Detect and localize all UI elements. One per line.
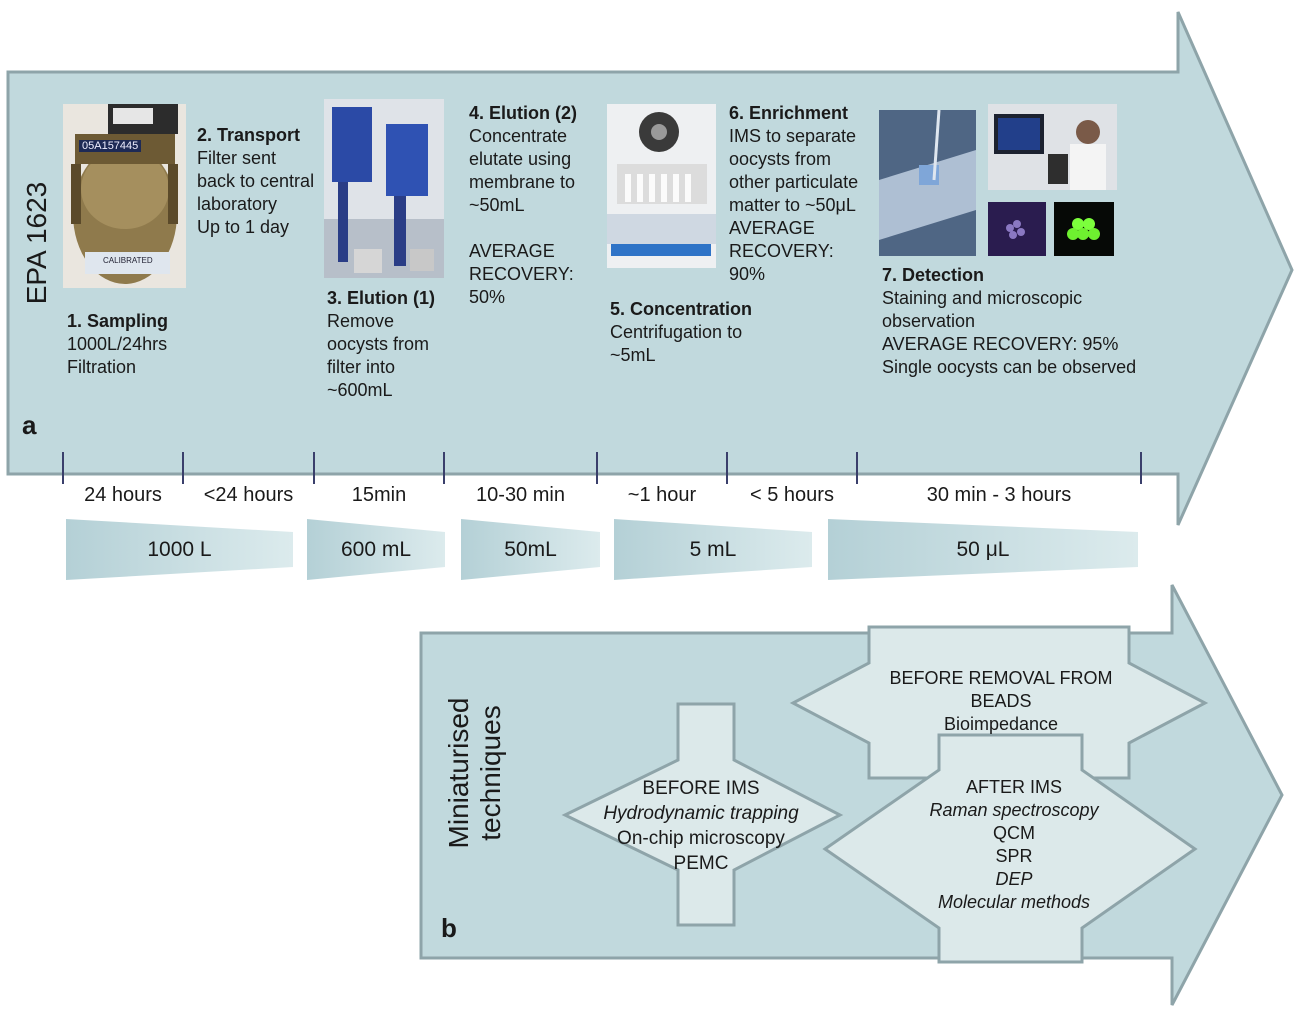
step-6-title: 6. Enrichment — [729, 103, 849, 123]
oocyst-cluster-photo — [988, 202, 1046, 256]
step-4-line: AVERAGE — [469, 241, 555, 261]
step-6-line: 90% — [729, 264, 766, 284]
step-6-line: oocysts from — [729, 149, 832, 169]
step-2-line: back to central — [197, 171, 315, 191]
step-5-concentration: 5. Concentration Centrifugation to ~5mL — [610, 298, 752, 367]
step-7-line: Staining and microscopic — [882, 288, 1083, 308]
duration-label: ~1 hour — [627, 484, 697, 506]
before-ims-line: PEMC — [673, 853, 729, 874]
duration-label: 15min — [351, 484, 407, 506]
elution-equipment-photo — [324, 99, 444, 278]
before-ims-line: BEFORE IMS — [642, 778, 760, 799]
panel-a-letter: a — [22, 410, 37, 440]
before-ims-line: On-chip microscopy — [617, 828, 785, 849]
step-7-detection: 7. Detection Staining and microscopic ob… — [882, 264, 1136, 379]
step-7-line: AVERAGE RECOVERY: 95% — [882, 334, 1119, 354]
duration-label: 30 min - 3 hours — [926, 484, 1072, 506]
step-6-line: other particulate — [729, 172, 859, 192]
before-removal-line: Bioimpedance — [943, 714, 1059, 734]
volume-bar-50ul — [828, 519, 1138, 580]
volume-label: 1000 L — [147, 538, 212, 561]
step-4-title: 4. Elution (2) — [469, 103, 577, 123]
step-4-line: ~50mL — [469, 195, 525, 215]
step-7-title: 7. Detection — [882, 265, 985, 285]
step-5-line: ~5mL — [610, 345, 656, 365]
step-2-transport: 2. Transport Filter sent back to central… — [197, 124, 314, 239]
step-2-line: Up to 1 day — [197, 217, 290, 237]
step-7-line: observation — [882, 311, 976, 331]
centrifuge-photo — [607, 104, 716, 268]
panel-b-side-label: Miniaturised techniques — [443, 698, 507, 849]
step-4-elution-2: 4. Elution (2) Concentrate elutate using… — [469, 102, 577, 309]
step-6-enrichment: 6. Enrichment IMS to separate oocysts fr… — [729, 102, 858, 286]
step-6-line: IMS to separate — [729, 126, 857, 146]
step-1-line: 1000L/24hrs — [67, 334, 168, 354]
duration-label: <24 hours — [203, 484, 294, 506]
step-4-line: membrane to — [469, 172, 576, 192]
step-2-title: 2. Transport — [197, 125, 301, 145]
step-3-title: 3. Elution (1) — [327, 288, 435, 308]
after-ims-line: AFTER IMS — [965, 777, 1062, 797]
step-6-line: RECOVERY: — [729, 241, 834, 261]
detection-slide-photo — [879, 110, 976, 256]
step-2-line: laboratory — [197, 194, 278, 214]
volume-label: 50mL — [504, 538, 557, 561]
step-6-line: matter to ~50μL — [729, 195, 856, 215]
fluorescent-oocyst-photo — [1054, 202, 1114, 256]
after-ims-line: Raman spectroscopy — [929, 800, 1099, 820]
after-ims-double-arrow — [822, 733, 1198, 964]
step-2-line: Filter sent — [197, 148, 277, 168]
volume-bar-5ml — [614, 519, 812, 580]
volume-label: 600 mL — [340, 538, 412, 561]
panel-b-side-line: techniques — [475, 705, 506, 841]
volume-bar-600ml — [307, 519, 445, 580]
volume-bar-50ml — [461, 519, 600, 580]
after-ims-line: Molecular methods — [937, 892, 1091, 912]
panel-a-side-label: EPA 1623 — [21, 181, 52, 305]
timeline-ticks — [62, 452, 1142, 484]
before-removal-line: BEADS — [970, 691, 1032, 711]
volume-label: 5 mL — [689, 538, 737, 561]
after-ims-line: QCM — [993, 823, 1035, 843]
panel-b-side-line: Miniaturised — [443, 697, 474, 849]
duration-label: 10-30 min — [476, 484, 565, 506]
step-5-line: Centrifugation to — [610, 322, 743, 342]
panel-b-arrow — [419, 584, 1284, 1006]
step-1-title: 1. Sampling — [67, 311, 169, 331]
before-ims-text: BEFORE IMS Hydrodynamic trapping On-chip… — [576, 776, 826, 876]
step-3-elution-1: 3. Elution (1) Remove oocysts from filte… — [327, 287, 435, 402]
step-6-line: AVERAGE — [729, 218, 815, 238]
after-ims-line: DEP — [995, 869, 1033, 889]
step-4-spacer — [469, 217, 577, 240]
before-ims-double-arrow — [561, 702, 844, 927]
microscopist-photo — [988, 104, 1117, 190]
after-ims-line: SPR — [995, 846, 1033, 866]
step-4-line: RECOVERY: — [469, 264, 574, 284]
volume-bar-1000l — [66, 519, 293, 580]
step-1-sampling: 1. Sampling 1000L/24hrs Filtration — [67, 310, 168, 379]
step-3-line: oocysts from — [327, 334, 430, 354]
step-3-line: filter into — [327, 357, 396, 377]
step-1-line: Filtration — [67, 357, 137, 377]
after-ims-text: AFTER IMS Raman spectroscopy QCM SPR DEP… — [894, 776, 1134, 914]
duration-label: 24 hours — [84, 484, 162, 506]
step-5-title: 5. Concentration — [610, 299, 753, 319]
before-removal-line: BEFORE REMOVAL FROM — [889, 668, 1113, 688]
before-removal-double-arrow — [789, 625, 1209, 780]
before-ims-line: Hydrodynamic trapping — [603, 803, 799, 824]
step-7-line: Single oocysts can be observed — [882, 357, 1137, 377]
step-4-line: 50% — [469, 287, 506, 307]
duration-label: < 5 hours — [750, 484, 834, 506]
panel-b-letter: b — [441, 913, 457, 943]
step-4-line: elutate using — [469, 149, 572, 169]
volume-label: 50 μL — [956, 538, 1010, 561]
before-removal-text: BEFORE REMOVAL FROM BEADS Bioimpedance — [851, 667, 1151, 736]
step-3-line: ~600mL — [327, 380, 393, 400]
step-4-line: Concentrate — [469, 126, 568, 146]
meter-calibrated-label: CALIBRATED — [103, 256, 153, 265]
step-3-line: Remove — [327, 311, 395, 331]
water-meter-photo: 05A157445 CALIBRATED — [63, 104, 186, 288]
meter-serial-label: 05A157445 — [79, 140, 142, 152]
